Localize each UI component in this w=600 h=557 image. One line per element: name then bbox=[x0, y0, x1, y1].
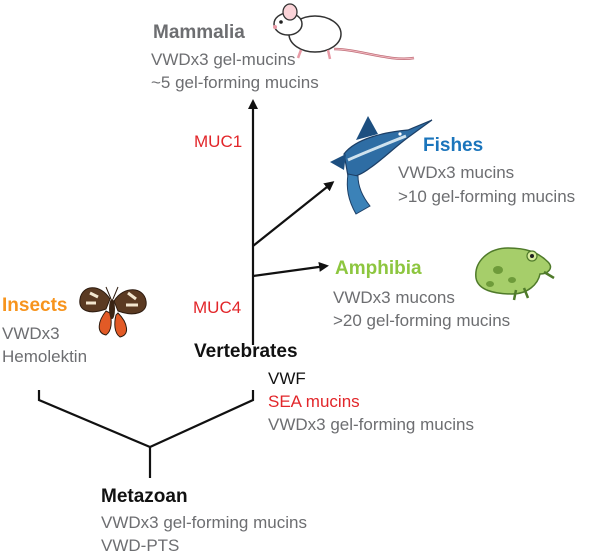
insects-line-1: VWDx3 bbox=[2, 324, 60, 343]
marlin-icon bbox=[330, 116, 433, 215]
frog-icon bbox=[475, 247, 555, 301]
amphibia-title: Amphibia bbox=[335, 258, 422, 279]
insects-title: Insects bbox=[2, 295, 68, 316]
mammalia-line-2: ~5 gel-forming mucins bbox=[151, 73, 319, 92]
mammalia-line-1: VWDx3 gel-mucins bbox=[151, 50, 296, 69]
insects-line-2: Hemolektin bbox=[2, 347, 88, 366]
fish-branch bbox=[252, 181, 335, 247]
vertebrates-line-2: SEA mucins bbox=[268, 392, 360, 411]
fishes-line-1: VWDx3 mucins bbox=[398, 163, 515, 182]
vertebrates-line-1: VWF bbox=[268, 369, 306, 388]
muc1-label: MUC1 bbox=[194, 132, 243, 151]
amphibia-branch bbox=[252, 261, 329, 278]
mammalia-title: Mammalia bbox=[153, 22, 245, 43]
vertebrates-line-3: VWDx3 gel-forming mucins bbox=[268, 415, 474, 434]
vertebrates-title: Vertebrates bbox=[194, 341, 298, 362]
fishes-line-2: >10 gel-forming mucins bbox=[398, 187, 576, 206]
metazoan-line-2: VWD-PTS bbox=[101, 536, 180, 555]
metazoan-title: Metazoan bbox=[101, 486, 188, 507]
amphibia-line-2: >20 gel-forming mucins bbox=[333, 311, 511, 330]
metazoan-line-1: VWDx3 gel-forming mucins bbox=[101, 513, 307, 532]
fishes-title: Fishes bbox=[423, 135, 484, 156]
split-left bbox=[37, 390, 151, 449]
moth-icon bbox=[79, 286, 147, 338]
muc4-label: MUC4 bbox=[193, 298, 242, 317]
amphibia-line-1: VWDx3 mucons bbox=[333, 288, 455, 307]
mouse-icon bbox=[273, 3, 415, 60]
split-right bbox=[149, 390, 255, 449]
